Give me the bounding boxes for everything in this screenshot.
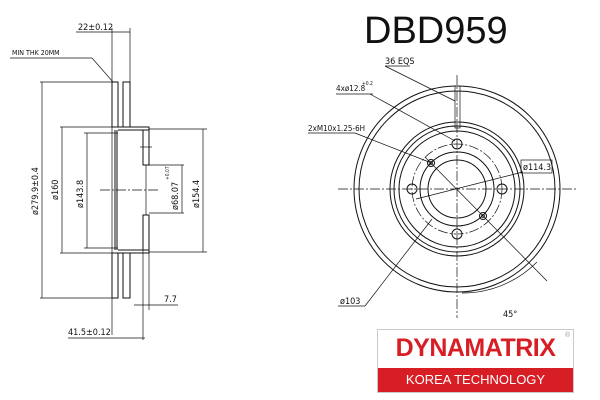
total-height-dimension: 41.5±0.12 [68,328,111,338]
threaded-holes-label: 2xM10x1.25-6H [308,124,365,133]
min-thickness-label: MIN THK 20MM [12,49,60,57]
hat-thickness-dimension: 7.7 [164,295,177,305]
hub-diameter-dimension: ø154.4 [192,180,202,208]
logo-tagline: KOREA TECHNOLOGY [378,368,573,392]
front-dimensions: 36 EQS 4xø12.8 +0.2 2xM10x1.25-6H ø114.3… [308,57,553,320]
side-dimensions: 22±0.12 MIN THK 20MM ø279.9±0.4 ø160 ø14… [10,23,207,340]
registered-mark: ® [564,332,570,339]
vanes-label: 36 EQS [385,57,415,67]
center-bore-dimension: ø68.07 [171,182,181,210]
bolt-holes-tolerance: +0.2 [362,81,373,87]
pcd-label: ø114.3 [523,163,551,173]
front-view [338,75,578,318]
d160-dimension: ø160 [51,180,61,200]
logo-brand: DYNAMATRIX [395,334,556,362]
bolt-holes-label: 4xø12.8 [336,84,366,93]
side-section-view [100,81,160,299]
thickness-dimension: 22±0.12 [78,23,113,33]
threaded-hole-icon [427,159,487,220]
dynamatrix-logo: DYNAMATRIX ® KOREA TECHNOLOGY [377,329,574,393]
angle-label: 45° [503,310,517,320]
center-bore-tolerance: +0.07 [165,166,171,180]
outer-diameter-dimension: ø279.9±0.4 [31,167,41,215]
part-number: DBD959 [364,10,508,52]
d143-dimension: ø143.8 [76,180,86,208]
inner-diameter-label: ø103 [340,297,360,307]
bolt-hole-icon [406,138,508,240]
